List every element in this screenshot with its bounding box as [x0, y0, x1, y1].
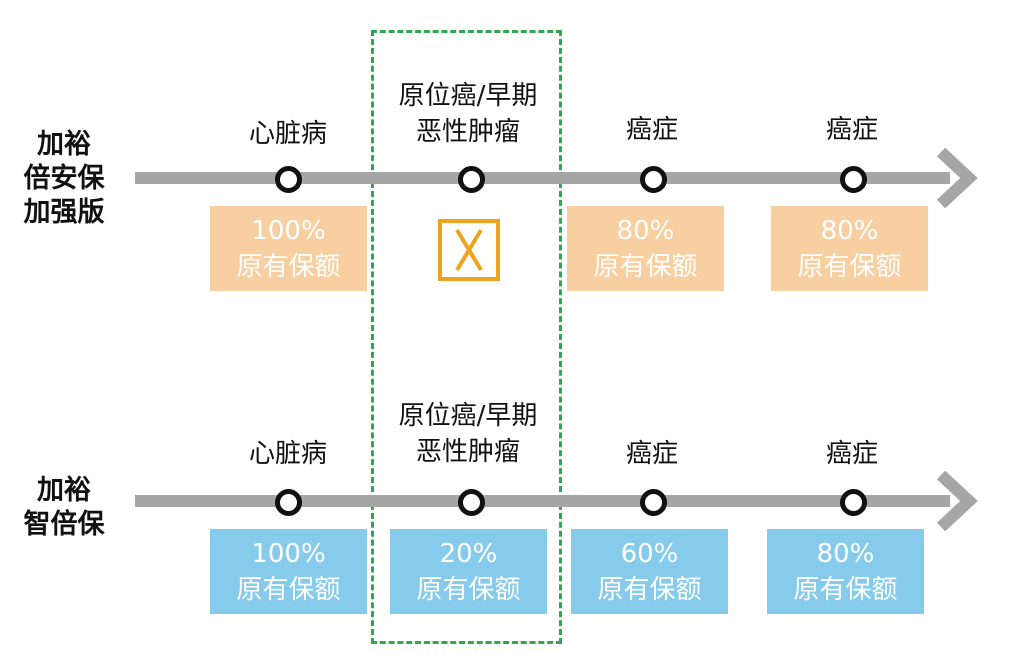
coverage-sub: 原有保额 [597, 574, 702, 605]
stage-label-line: 癌症 [825, 115, 878, 145]
arrow-right-icon [936, 148, 978, 208]
stage-label-line: 原位癌/早期 [398, 401, 538, 431]
coverage-box: 20% 原有保额 [390, 529, 547, 614]
coverage-percent: 100% [251, 215, 326, 246]
stage-label: 癌症 [582, 436, 722, 472]
product-name-row2: 加裕 智倍保 [14, 474, 114, 542]
coverage-box: 100% 原有保额 [210, 529, 367, 614]
coverage-sub: 原有保额 [793, 574, 898, 605]
stage-node [640, 489, 667, 516]
product-line: 加裕 [37, 129, 91, 160]
stage-label-line: 癌症 [625, 115, 678, 145]
stage-label: 心脏病 [218, 116, 358, 152]
x-box-icon [438, 219, 500, 281]
product-line: 倍安保 [23, 163, 105, 194]
stage-label-line: 癌症 [625, 439, 678, 469]
coverage-box: 60% 原有保额 [571, 529, 728, 614]
product-line: 智倍保 [23, 509, 105, 540]
coverage-percent: 80% [616, 215, 675, 246]
product-line: 加强版 [23, 197, 105, 228]
coverage-box: 80% 原有保额 [771, 206, 928, 291]
arrow-right-icon [936, 471, 978, 531]
stage-label-line: 心脏病 [248, 119, 327, 149]
coverage-percent: 80% [816, 538, 875, 569]
stage-node [840, 166, 867, 193]
coverage-percent: 80% [820, 215, 879, 246]
stage-node [458, 166, 485, 193]
coverage-box: 80% 原有保额 [567, 206, 724, 291]
coverage-sub: 原有保额 [797, 251, 902, 282]
stage-label-line: 癌症 [825, 439, 878, 469]
stage-label: 原位癌/早期 恶性肿瘤 [378, 398, 558, 470]
stage-label: 癌症 [782, 436, 922, 472]
stage-label: 原位癌/早期 恶性肿瘤 [378, 78, 558, 150]
stage-node [275, 166, 302, 193]
timeline-axis-row1 [135, 172, 950, 184]
coverage-sub: 原有保额 [236, 251, 341, 282]
stage-label-line: 恶性肿瘤 [415, 117, 520, 147]
highlight-frame [371, 30, 562, 644]
coverage-percent: 100% [251, 538, 326, 569]
stage-label: 癌症 [782, 112, 922, 148]
coverage-box: 100% 原有保额 [210, 206, 367, 291]
coverage-sub: 原有保额 [593, 251, 698, 282]
product-name-row1: 加裕 倍安保 加强版 [14, 128, 114, 230]
x-glyph-icon [455, 228, 483, 272]
stage-node [275, 489, 302, 516]
stage-node [640, 166, 667, 193]
stage-label-line: 原位癌/早期 [398, 81, 538, 111]
coverage-percent: 20% [439, 538, 498, 569]
stage-node [840, 489, 867, 516]
product-line: 加裕 [37, 475, 91, 506]
coverage-sub: 原有保额 [416, 574, 521, 605]
stage-label: 心脏病 [218, 436, 358, 472]
stage-node [458, 489, 485, 516]
stage-label-line: 心脏病 [248, 439, 327, 469]
coverage-box: 80% 原有保额 [767, 529, 924, 614]
stage-label: 癌症 [582, 112, 722, 148]
coverage-percent: 60% [620, 538, 679, 569]
timeline-axis-row2 [135, 495, 950, 507]
stage-label-line: 恶性肿瘤 [415, 437, 520, 467]
coverage-sub: 原有保额 [236, 574, 341, 605]
